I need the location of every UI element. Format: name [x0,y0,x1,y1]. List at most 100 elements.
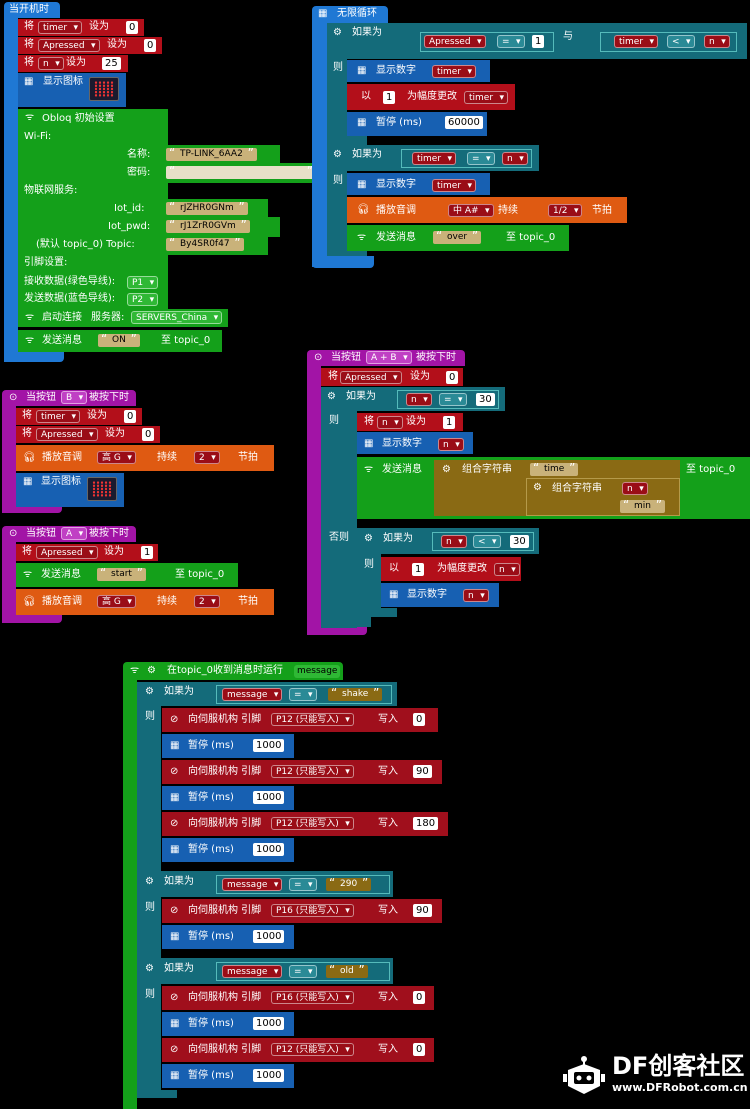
button-dropdown[interactable]: B [61,391,88,405]
ssid-field[interactable]: TP-LINK_6AA2 [166,147,257,161]
servo-value[interactable]: 90 [413,904,432,917]
var-message-dropdown[interactable]: message [222,965,283,979]
pause-value[interactable]: 1000 [253,791,285,804]
op-lt-dropdown[interactable]: < [667,35,695,49]
var-n-dropdown[interactable]: n [502,152,528,166]
tone-dropdown[interactable]: 高 G [97,451,136,465]
gear-icon[interactable]: ⚙ [145,686,154,697]
led-matrix-icon[interactable] [87,477,117,501]
gear-icon[interactable]: ⚙ [364,533,373,544]
rx-pin-dropdown[interactable]: P1 [127,276,159,290]
var-timer-dropdown[interactable]: timer [464,91,509,105]
tx-pin-dropdown[interactable]: P2 [127,293,159,307]
pin-dropdown[interactable]: P12 (只能写入) [271,1043,354,1057]
gear-icon[interactable]: ⚙ [147,665,156,676]
op-lt-dropdown[interactable]: < [473,535,501,549]
change-value[interactable]: 1 [383,91,396,104]
n-value[interactable]: 25 [102,57,121,70]
var-timer-dropdown[interactable]: timer [412,152,457,166]
servo-value[interactable]: 0 [413,713,426,726]
beat-dropdown[interactable]: 2 [194,451,220,465]
gear-icon[interactable]: ⚙ [333,27,342,38]
var-message-dropdown[interactable]: message [222,688,283,702]
pause-value[interactable]: 60000 [445,116,483,129]
tone-dropdown[interactable]: 中 A# [448,204,494,218]
led-matrix-icon[interactable] [89,77,119,101]
var-n-dropdown[interactable]: n [704,35,730,49]
gear-icon[interactable]: ⚙ [333,149,342,160]
pause-value[interactable]: 1000 [253,1017,285,1030]
gear-icon[interactable]: ⚙ [145,963,154,974]
pin-dropdown[interactable]: P12 (只能写入) [271,765,354,779]
var-n-dropdown[interactable]: n [406,393,432,407]
gear-icon[interactable]: ⚙ [442,464,451,475]
op-eq-dropdown[interactable]: = [289,688,317,702]
beat-dropdown[interactable]: 1/2 [548,204,583,218]
var-timer-dropdown[interactable]: timer [432,65,477,79]
var-timer-dropdown[interactable]: timer [614,35,659,49]
op-eq-dropdown[interactable]: = [439,393,467,407]
var-apressed-dropdown[interactable]: Apressed [36,428,98,442]
button-dropdown[interactable]: A [61,527,88,541]
string-time-field[interactable]: time [530,462,579,476]
timer-value[interactable]: 0 [124,410,137,423]
var-n-dropdown[interactable]: n [377,416,403,430]
forever-hat[interactable] [312,6,388,23]
var-n-dropdown[interactable]: n [494,563,520,577]
op-eq-dropdown[interactable]: = [289,878,317,892]
on-message-hat[interactable] [123,662,343,680]
pin-dropdown[interactable]: P16 (只能写入) [271,991,354,1005]
servo-value[interactable]: 90 [413,765,432,778]
string-field[interactable]: 290 [326,877,372,891]
cond-value[interactable]: 1 [532,35,545,48]
password-field[interactable] [166,165,316,179]
apressed-value[interactable]: 0 [446,371,459,384]
play-tone-block[interactable] [16,445,274,471]
pin-dropdown[interactable]: P16 (只能写入) [271,904,354,918]
pause-value[interactable]: 1000 [253,843,285,856]
pause-value[interactable]: 1000 [253,739,285,752]
iot-pwd-field[interactable]: rJ1ZrR0GVm [166,219,250,233]
button-dropdown[interactable]: A + B [366,351,412,365]
change-value[interactable]: 1 [412,563,425,576]
apressed-value[interactable]: 1 [141,546,154,559]
tone-dropdown[interactable]: 高 G [97,595,136,609]
beat-dropdown[interactable]: 2 [194,595,220,609]
var-n-dropdown[interactable]: n [438,438,464,452]
on-start-hat[interactable] [4,2,60,18]
var-timer-dropdown[interactable]: timer [36,410,81,424]
var-timer-dropdown[interactable]: timer [432,179,477,193]
servo-value[interactable]: 0 [413,991,426,1004]
string-min-field[interactable]: min [620,499,665,513]
op-eq-dropdown[interactable]: = [467,152,495,166]
op-eq-dropdown[interactable]: = [497,35,525,49]
send-value-field[interactable]: start [97,567,146,581]
op-eq-dropdown[interactable]: = [289,965,317,979]
gear-icon[interactable]: ⚙ [327,391,336,402]
servo-value[interactable]: 0 [413,1043,426,1056]
string-field[interactable]: shake [328,687,383,701]
server-dropdown[interactable]: SERVERS_China [131,311,223,325]
var-message-dropdown[interactable]: message [222,878,283,892]
pause-value[interactable]: 1000 [253,1069,285,1082]
cond-value[interactable]: 30 [476,393,495,406]
gear-icon[interactable]: ⚙ [533,482,542,493]
iot-id-field[interactable]: rJZHR0GNm [166,201,248,215]
gear-icon[interactable]: ⚙ [145,876,154,887]
servo-value[interactable]: 180 [413,817,439,830]
send-value-field[interactable]: over [433,230,482,244]
timer-value[interactable]: 0 [126,21,139,34]
play-tone-block[interactable] [16,589,274,615]
message-param[interactable]: message [294,665,341,678]
pause-value[interactable]: 1000 [253,930,285,943]
pin-dropdown[interactable]: P12 (只能写入) [271,817,354,831]
string-field[interactable]: old [326,964,368,978]
var-n-dropdown[interactable]: n [441,535,467,549]
send-value-field[interactable]: ON [98,333,140,347]
var-apressed-dropdown[interactable]: Apressed [340,371,402,385]
apressed-value[interactable]: 0 [142,428,155,441]
n-value[interactable]: 1 [443,416,456,429]
var-apressed-dropdown[interactable]: Apressed [424,35,486,49]
pin-dropdown[interactable]: P12 (只能写入) [271,713,354,727]
var-timer-dropdown[interactable]: timer [38,21,83,35]
